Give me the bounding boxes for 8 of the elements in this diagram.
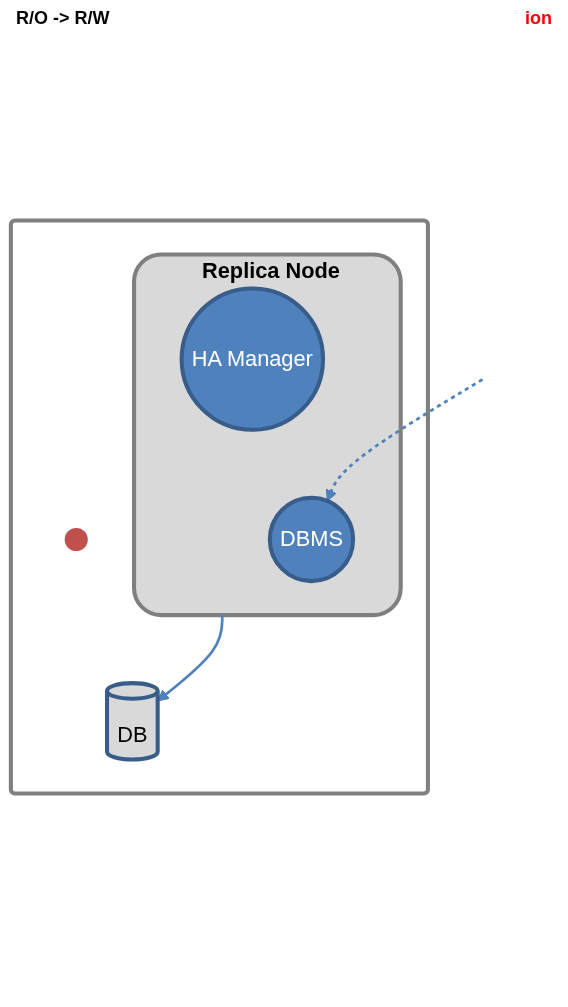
node-circle: DBMS [267, 495, 356, 584]
arrow [157, 615, 224, 702]
cluster [8, 218, 430, 796]
arrow [325, 378, 484, 502]
note-text: ion [525, 8, 552, 29]
node-circle [64, 527, 88, 551]
node-circle: HA Manager [179, 286, 326, 432]
note-text: R/O -> R/W [16, 8, 110, 29]
